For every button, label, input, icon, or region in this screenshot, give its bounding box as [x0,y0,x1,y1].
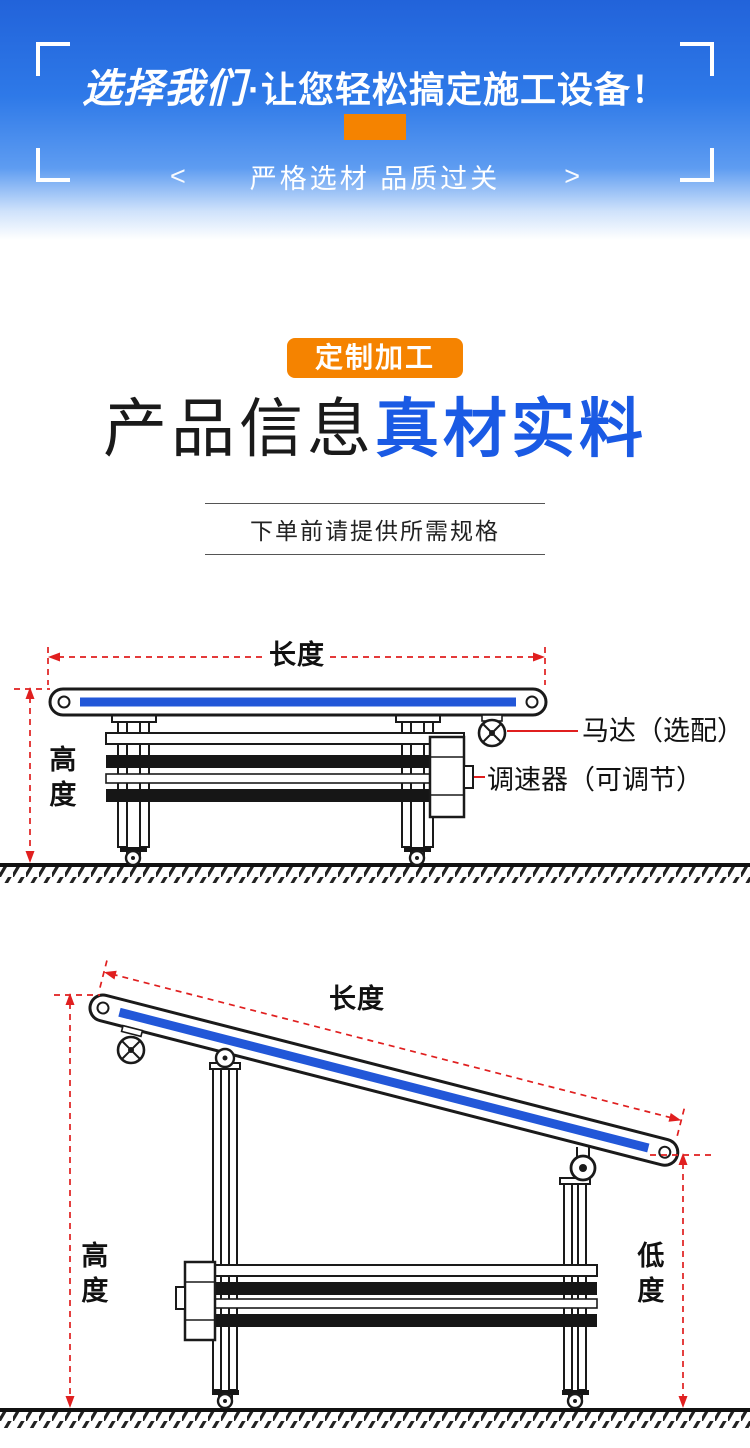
length-dimension-label: 长度 [269,640,325,670]
height-dimension-label: 高度 [77,1241,108,1311]
chevron-right-icon: > [564,161,580,191]
conveyor-belt [48,687,548,717]
ground [0,863,750,883]
incline-conveyor-diagram: 长度 高度 低度 [0,935,750,1448]
pivot-joint [214,1047,236,1069]
length-dimension-line [47,647,546,685]
motor-wheel-icon [477,714,507,748]
ground [0,1408,750,1428]
length-dimension-line [98,960,686,1140]
banner-divider-chip [344,114,406,140]
motor-label: 马达（选配） [582,716,744,746]
low-dimension-label: 低度 [633,1241,664,1311]
custom-process-badge: 定制加工 [286,338,464,378]
inclined-belt-group [88,960,686,1167]
banner-subtitle: 严格选材 品质过关 [249,164,501,194]
flat-conveyor-diagram: 长度 高度 马达（选配） 调速器（可调节） [0,625,750,890]
regulator-label: 调速器（可调节） [487,765,703,795]
frame-corner-icon [680,42,714,76]
section-title-black: 产品信息 [103,393,375,465]
frame-corner-icon [36,42,70,76]
banner-title-strong: 选择我们 [82,67,246,111]
hero-banner: 选择我们·让您轻松搞定施工设备！ < 严格选材 品质过关 > [0,0,750,240]
speed-regulator-box [428,735,474,819]
frame-corner-icon [680,148,714,182]
banner-title: 选择我们·让您轻松搞定施工设备！ [0,56,750,114]
spec-note: 下单前请提供所需规格 [205,503,545,555]
height-dimension-line [54,993,100,1408]
caster-wheels [120,847,431,867]
banner-subtitle-row: < 严格选材 品质过关 > [170,157,580,196]
banner-frame [36,42,714,182]
motor-box [175,1260,217,1342]
incline-conveyor-drawing [0,960,750,1428]
length-dimension-label: 长度 [329,984,385,1014]
caster-wheels [212,1390,589,1410]
height-dimension-label: 高度 [45,745,76,815]
cross-rails [105,732,465,802]
low-dimension-line [650,1153,712,1408]
section-title: 产品信息真材实料 [0,394,750,464]
tension-pulley [569,1147,597,1182]
frame-corner-icon [36,148,70,182]
cross-rails [201,1264,598,1327]
banner-title-rest: ·让您轻松搞定施工设备！ [248,69,668,110]
chevron-left-icon: < [170,161,186,191]
motor-wheel-icon [116,1024,146,1065]
height-dimension-line [14,687,50,863]
flat-conveyor-drawing [0,647,750,883]
section-title-blue: 真材实料 [375,393,647,465]
